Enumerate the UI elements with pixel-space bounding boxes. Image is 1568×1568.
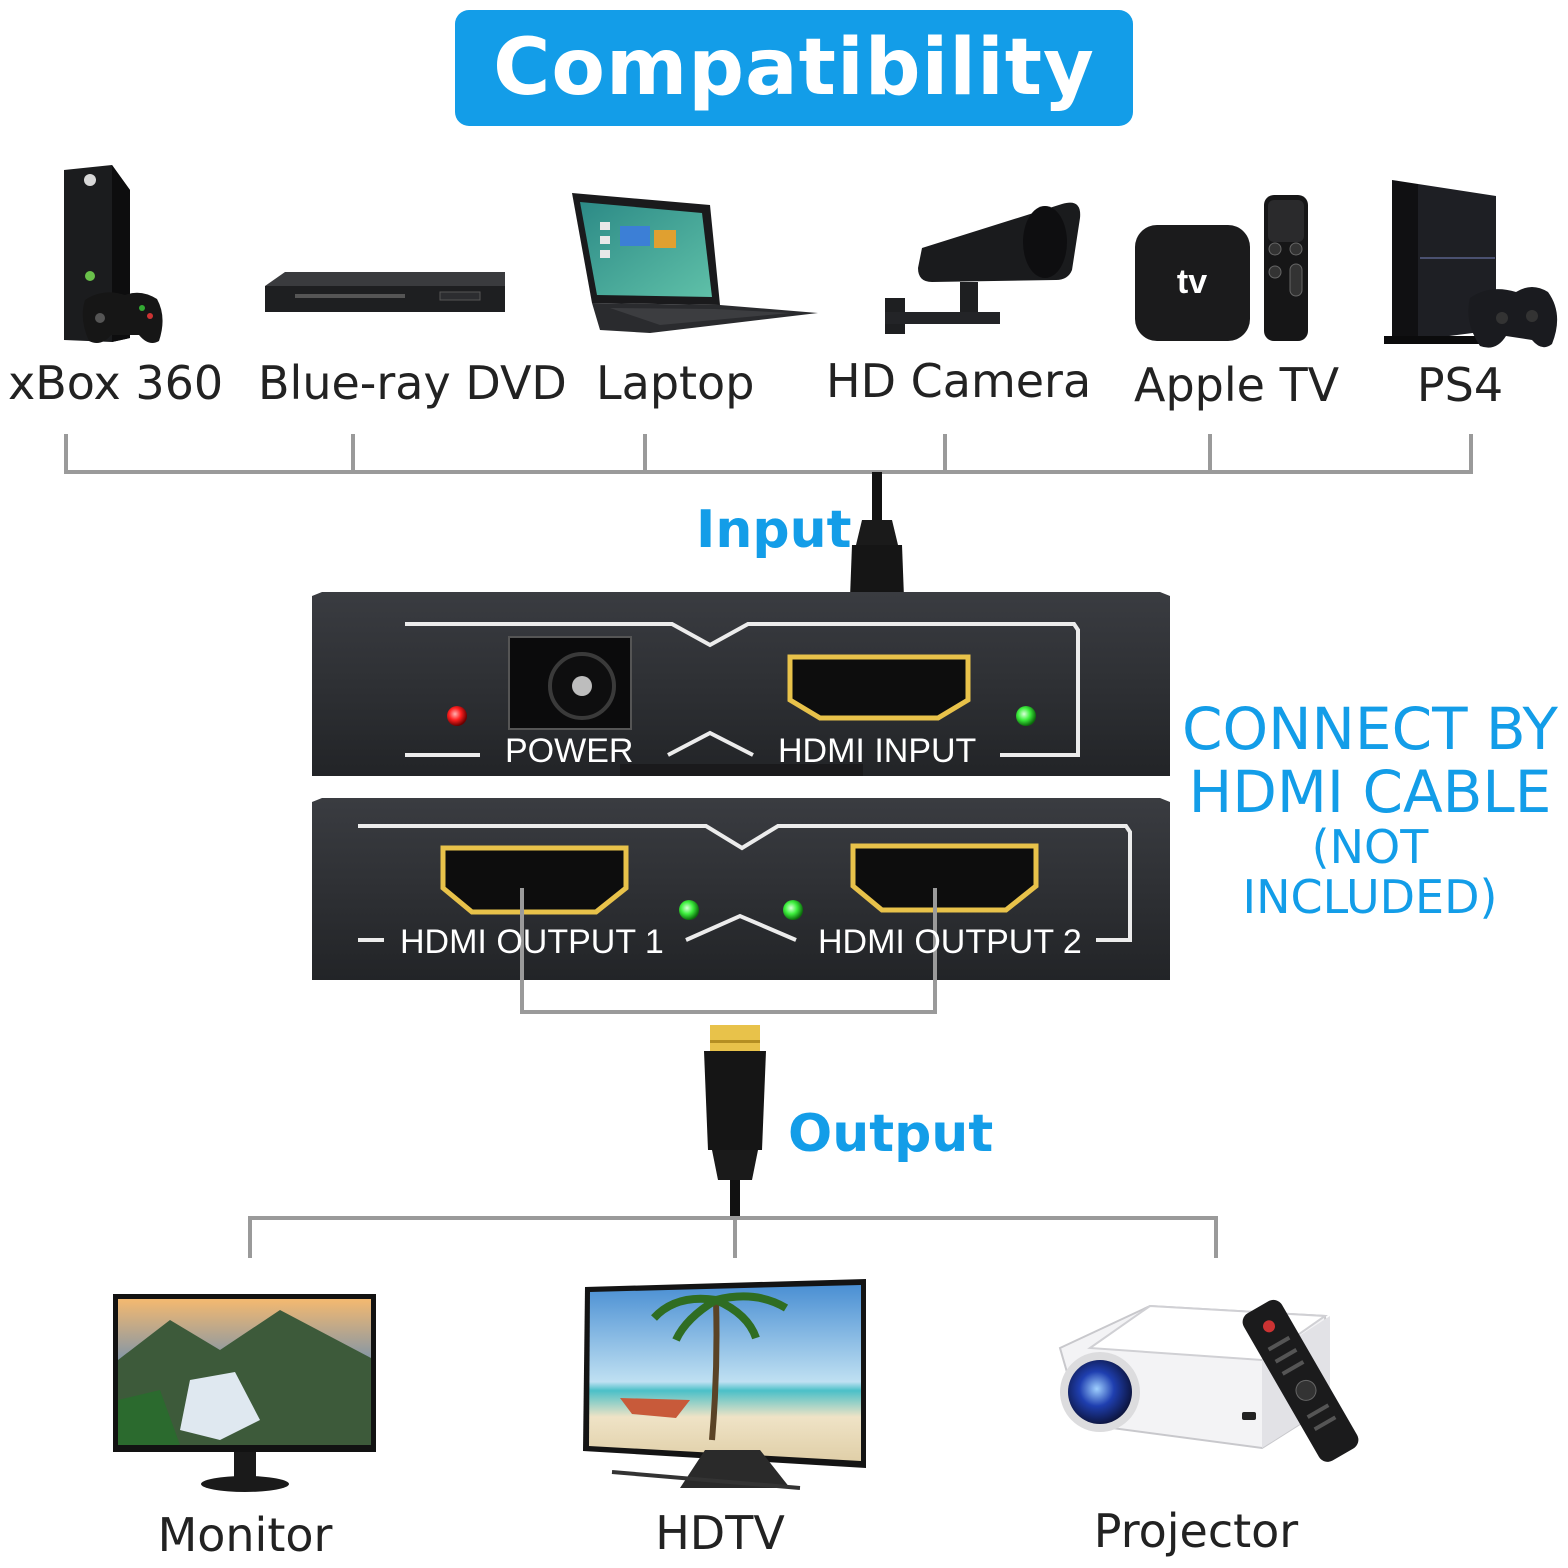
splitter-input-side [312, 592, 1170, 776]
projector-icon [1058, 1299, 1359, 1462]
input-bracket-lines [64, 434, 1473, 474]
ps4-console-icon [1384, 180, 1558, 348]
output-device-label-monitor: Monitor [157, 1508, 333, 1562]
input-device-label-xbox: xBox 360 [8, 356, 224, 410]
input-device-label-ps4: PS4 [1416, 358, 1504, 412]
input-device-label-dvd: Blue-ray DVD [258, 356, 567, 410]
compatibility-banner: Compatibility [455, 10, 1133, 126]
xbox-360-console-icon [64, 165, 163, 343]
splitter-output-side [312, 798, 1170, 980]
security-camera-icon [885, 202, 1081, 334]
dvd-player-icon [265, 272, 505, 312]
hdmi-input-port-label: HDMI INPUT [778, 732, 976, 770]
input-label: Input [696, 500, 852, 560]
output-device-label-projector: Projector [1093, 1504, 1299, 1558]
input-device-label-appletv: Apple TV [1134, 358, 1340, 412]
output-bracket-lines [248, 1216, 1218, 1258]
output-label: Output [788, 1104, 994, 1164]
input-device-label-laptop: Laptop [596, 356, 755, 410]
laptop-icon [572, 193, 818, 333]
connect-by-hdmi-note: CONNECT BY HDMI CABLE (NOT INCLUDED) [1180, 698, 1560, 923]
hdtv-icon [583, 1279, 866, 1490]
input-device-label-camera: HD Camera [826, 354, 1092, 408]
connect-note-line3: (NOT INCLUDED) [1242, 820, 1498, 924]
output-device-label-hdtv: HDTV [655, 1506, 785, 1560]
output-merge-lines [520, 888, 937, 1014]
connect-note-line1: CONNECT BY [1182, 695, 1558, 763]
apple-tv-icon [1135, 195, 1308, 341]
output-hdmi-cable-icon [704, 1025, 766, 1218]
monitor-icon [113, 1294, 376, 1492]
hdmi-output-1-label: HDMI OUTPUT 1 [400, 923, 664, 961]
hdmi-output-2-label: HDMI OUTPUT 2 [818, 923, 1082, 961]
compatibility-title: Compatibility [493, 23, 1095, 113]
power-port-label: POWER [505, 732, 633, 770]
apple-tv-logo-text: tv [1177, 263, 1207, 301]
connect-note-line2: HDMI CABLE [1188, 757, 1552, 826]
